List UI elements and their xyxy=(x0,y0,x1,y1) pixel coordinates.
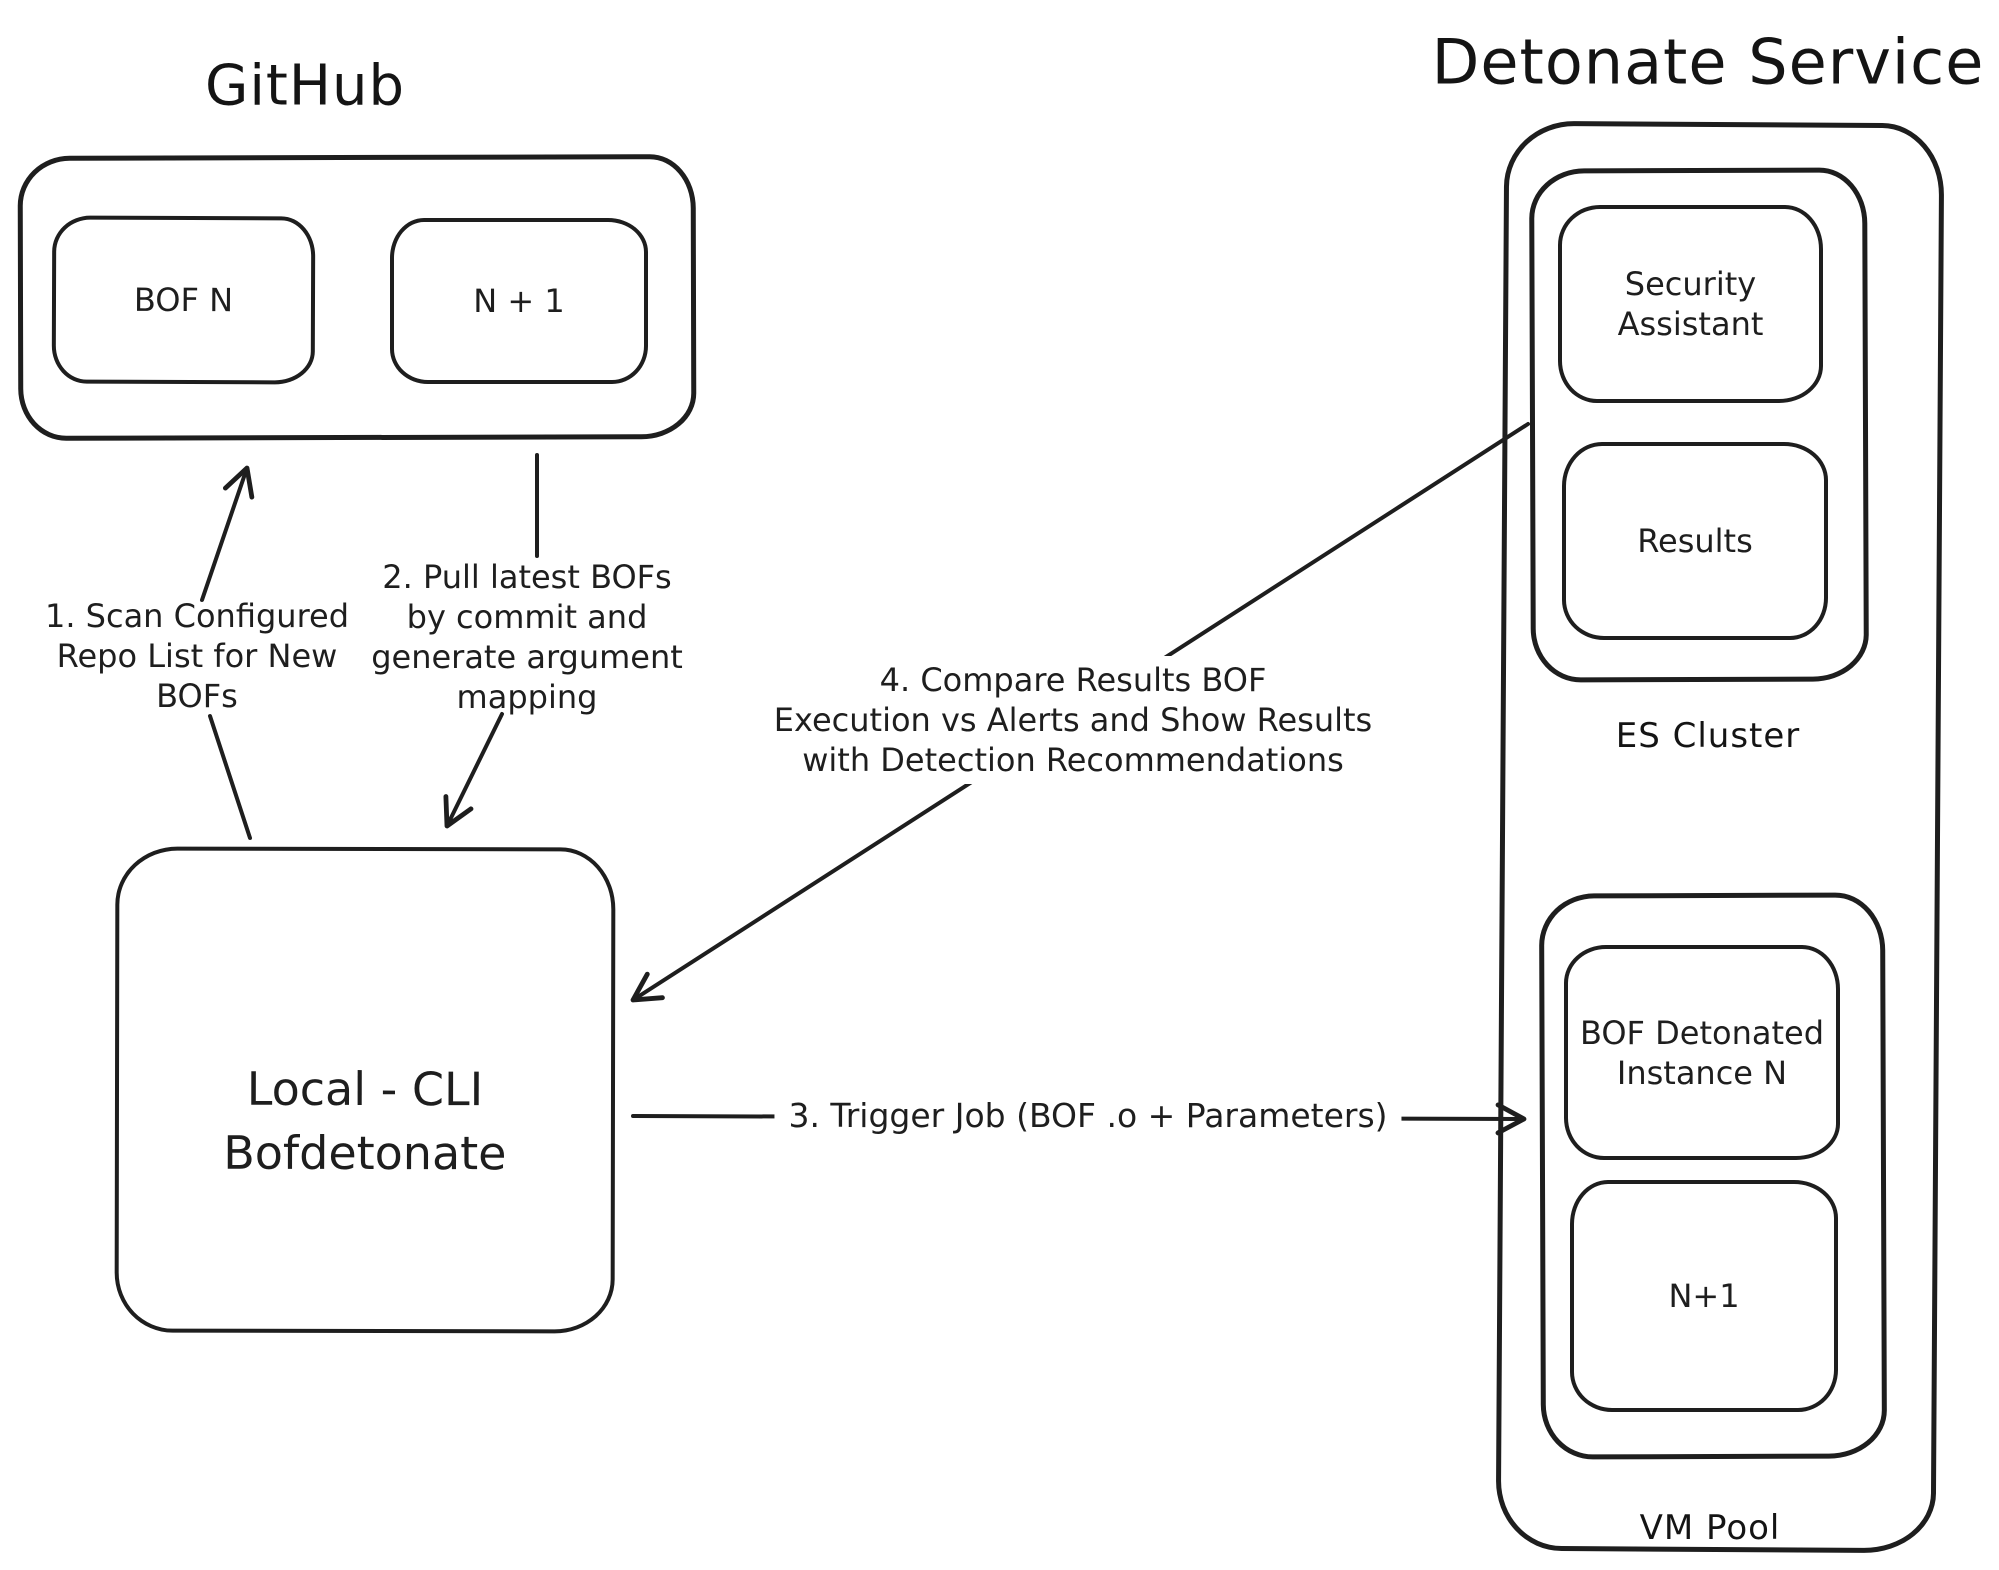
step2-pull-bofs-label: 2. Pull latest BOFs by commit and genera… xyxy=(371,558,683,716)
github-title: GitHub xyxy=(204,53,406,119)
node-security-assistant-label: Security Assistant xyxy=(1617,265,1764,343)
vm-pool-label: VM Pool xyxy=(1639,1508,1781,1548)
node-bof-n-label: BOF N xyxy=(133,280,234,320)
arrow-scan-repos-lower xyxy=(208,714,252,840)
arrow-pull-bofs-lower xyxy=(443,712,504,829)
node-vm-n-plus-1: N+1 xyxy=(1570,1180,1838,1412)
node-bof-n: BOF N xyxy=(51,215,316,385)
step4-compare-results-label: 4. Compare Results BOF Execution vs Aler… xyxy=(759,656,1387,784)
node-local-cli: Local - CLI Bofdetonate xyxy=(114,846,616,1334)
node-security-assistant: Security Assistant xyxy=(1558,205,1823,403)
node-bof-detonated-instance: BOF Detonated Instance N xyxy=(1564,945,1840,1160)
arrow-scan-repos-upper xyxy=(200,465,255,602)
node-vm-n-plus-1-label: N+1 xyxy=(1668,1277,1740,1315)
es-cluster-label: ES Cluster xyxy=(1615,716,1801,756)
node-results-label: Results xyxy=(1637,522,1753,560)
node-n-plus-1: N + 1 xyxy=(390,218,648,384)
step1-scan-repos-label: 1. Scan Configured Repo List for New BOF… xyxy=(44,597,350,715)
node-n-plus-1-label: N + 1 xyxy=(473,282,565,320)
detonate-service-title: Detonate Service xyxy=(1431,25,1985,99)
node-local-cli-label: Local - CLI Bofdetonate xyxy=(223,1061,507,1181)
node-bof-detonated-instance-label: BOF Detonated Instance N xyxy=(1579,1013,1825,1092)
node-results: Results xyxy=(1562,442,1828,640)
step3-trigger-job-label: 3. Trigger Job (BOF .o + Parameters) xyxy=(774,1092,1402,1140)
